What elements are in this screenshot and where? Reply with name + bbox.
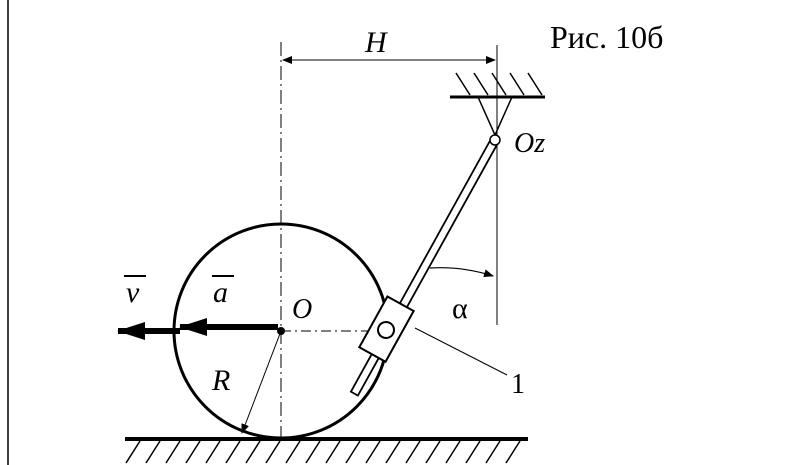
hatch-line	[405, 440, 421, 464]
hatch-line	[385, 440, 401, 464]
hatch-line	[485, 440, 501, 464]
angle-alpha-arc	[429, 267, 494, 278]
hatch-line	[345, 440, 361, 464]
hatch-line	[491, 72, 507, 96]
hatch-line	[455, 72, 471, 96]
label-O: O	[292, 294, 312, 325]
hatch-line	[125, 440, 141, 464]
figure-label: Рис. 10б	[550, 19, 663, 55]
support-bracket	[477, 96, 513, 137]
label-v: v	[126, 276, 140, 309]
hatch-line	[225, 440, 241, 464]
label-Oz: Oz	[514, 128, 545, 159]
hatch-line	[205, 440, 221, 464]
hatch-line	[445, 440, 461, 464]
label-alpha: α	[452, 292, 468, 325]
hatch-line	[305, 440, 321, 464]
label-H: H	[364, 26, 389, 59]
slider-block	[357, 295, 416, 364]
hatch-line	[527, 72, 543, 96]
ground-hatching	[125, 440, 521, 464]
ground	[125, 437, 528, 464]
radius-R-arrow	[241, 330, 282, 434]
leader-line-1	[414, 327, 508, 376]
support-hatching	[455, 72, 543, 96]
hatch-line	[473, 72, 489, 96]
hatch-line	[325, 440, 341, 464]
hatch-line	[465, 440, 481, 464]
pivot-Oz	[489, 134, 501, 146]
hatch-line	[185, 440, 201, 464]
hatch-line	[365, 440, 381, 464]
hatch-line	[509, 72, 525, 96]
label-a: a	[213, 276, 228, 309]
rod-1	[349, 136, 500, 397]
hatch-line	[265, 440, 281, 464]
hatch-line	[145, 440, 161, 464]
hatch-line	[245, 440, 261, 464]
hatch-line	[425, 440, 441, 464]
hatch-line	[285, 440, 301, 464]
rod-body	[349, 136, 500, 397]
fixed-support	[450, 72, 545, 137]
hatch-line	[165, 440, 181, 464]
hatch-line	[505, 440, 521, 464]
slider-pin	[377, 321, 395, 339]
label-1: 1	[511, 369, 525, 400]
label-R: R	[211, 364, 230, 397]
